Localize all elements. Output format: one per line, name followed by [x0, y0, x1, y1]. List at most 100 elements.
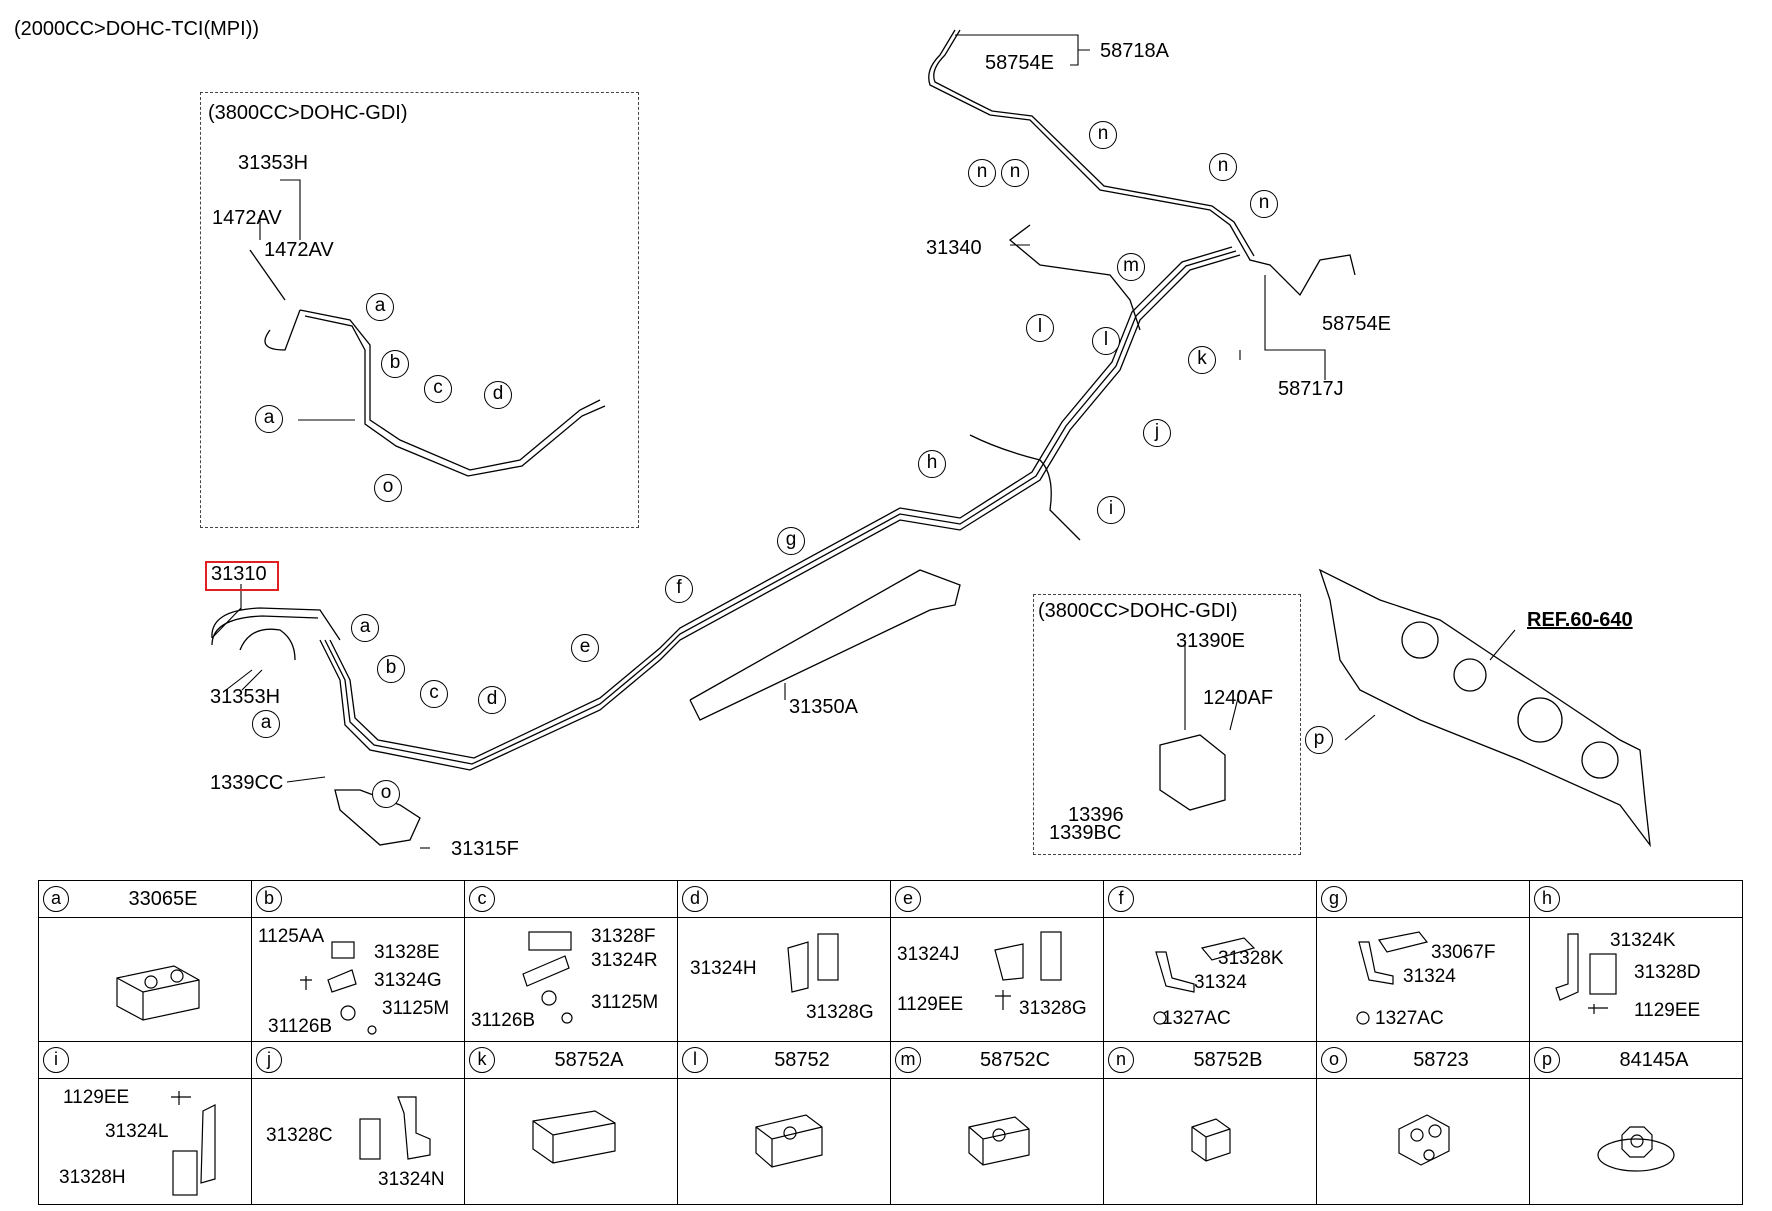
legend-cell-i[interactable]: 1129EE 31324L 31328H [38, 1078, 252, 1205]
parts-diagram-canvas [211, 29, 1651, 849]
callout-l-2[interactable]: l [1092, 327, 1120, 355]
callout-g[interactable]: g [777, 527, 805, 555]
part-label-31350A[interactable]: 31350A [789, 696, 858, 718]
legend-cell-c[interactable]: 31328F 31324R 31125M 31126B [464, 917, 678, 1042]
part-label-58754E-right[interactable]: 58754E [1322, 313, 1391, 335]
legend-cell-l[interactable] [677, 1078, 891, 1205]
callout-o-inset[interactable]: o [374, 474, 402, 502]
legend-head-i[interactable]: i [38, 1041, 252, 1079]
part-label-31315F[interactable]: 31315F [451, 838, 519, 860]
part-label-58718A[interactable]: 58718A [1100, 40, 1169, 62]
part-label-1472AV-a[interactable]: 1472AV [212, 207, 282, 229]
callout-a-main-1[interactable]: a [351, 614, 379, 642]
callout-n-3[interactable]: n [1089, 121, 1117, 149]
part-label-58717J[interactable]: 58717J [1278, 378, 1344, 400]
legend-cell-o[interactable] [1316, 1078, 1530, 1205]
clip-58752C-icon [968, 1116, 1030, 1166]
clip-33065E-icon [116, 965, 200, 1021]
callout-l-1[interactable]: l [1026, 314, 1054, 342]
callout-p[interactable]: p [1305, 726, 1333, 754]
legend-cell-e[interactable]: 31324J 1129EE 31328G [890, 917, 1104, 1042]
part-label-1339CC[interactable]: 1339CC [210, 772, 284, 794]
legend-cell-p[interactable] [1529, 1078, 1743, 1205]
part-label-31353H-inset[interactable]: 31353H [238, 152, 309, 174]
legend-cell-h[interactable]: 31324K 31328D 1129EE [1529, 917, 1743, 1042]
part-label-31340[interactable]: 31340 [926, 237, 982, 259]
part-label-1472AV-b[interactable]: 1472AV [264, 239, 334, 261]
callout-c-main[interactable]: c [420, 680, 448, 708]
tube-58718A [928, 29, 1356, 297]
callout-i[interactable]: i [1097, 496, 1125, 524]
callout-a-main-2[interactable]: a [252, 710, 280, 738]
legend-cell-k[interactable] [464, 1078, 678, 1205]
clip-set-b-icon [300, 941, 377, 1035]
callout-d-main[interactable]: d [478, 686, 506, 714]
callout-b-main[interactable]: b [377, 655, 405, 683]
part-label-1240AF[interactable]: 1240AF [1203, 687, 1274, 709]
callout-n-5[interactable]: n [1250, 190, 1278, 218]
part-31390E [1159, 734, 1226, 811]
legend-cell-m[interactable] [890, 1078, 1104, 1205]
legend-cell-b[interactable]: 1125AA 31328E 31324G 31125M 31126B [251, 917, 465, 1042]
callout-k[interactable]: k [1188, 346, 1216, 374]
callout-f[interactable]: f [665, 575, 693, 603]
callout-h[interactable]: h [918, 450, 946, 478]
callout-n-1[interactable]: n [968, 159, 996, 187]
legend-head-b[interactable]: b [251, 880, 465, 918]
clip-set-e-icon [994, 931, 1062, 1010]
legend-head-j[interactable]: j [251, 1041, 465, 1079]
callout-b-inset[interactable]: b [381, 350, 409, 378]
legend-cell-a[interactable] [38, 917, 252, 1042]
legend-head-d[interactable]: d [677, 880, 891, 918]
inset-tube-bundle [249, 249, 606, 477]
clip-set-f-icon [1153, 937, 1256, 1025]
legend-body-row-2: 1129EE 31324L 31328H 31328C 31324N [38, 1078, 1743, 1205]
callout-c-inset[interactable]: c [424, 375, 452, 403]
hose-31310 [211, 607, 341, 641]
part-label-31390E[interactable]: 31390E [1176, 630, 1245, 652]
hose-31353H [239, 628, 296, 661]
part-label-13396[interactable]: 13396 [1068, 804, 1124, 826]
callout-n-2[interactable]: n [1001, 159, 1029, 187]
clip-58723-icon [1398, 1114, 1450, 1166]
clip-set-d-icon [787, 933, 839, 993]
callout-d-inset[interactable]: d [484, 381, 512, 409]
bracket-31350A [689, 569, 961, 721]
part-label-31353H[interactable]: 31353H [210, 686, 281, 708]
legend-head-h[interactable]: h [1529, 880, 1743, 918]
callout-m[interactable]: m [1117, 253, 1145, 281]
nut-84145A-icon [1597, 1126, 1675, 1172]
clip-set-c-icon [522, 931, 573, 1024]
callout-o-main[interactable]: o [372, 780, 400, 808]
legend-cell-j[interactable]: 31328C 31324N [251, 1078, 465, 1205]
callout-j[interactable]: j [1143, 419, 1171, 447]
legend-cell-d[interactable]: 31324H 31328G [677, 917, 891, 1042]
legend-cell-n[interactable] [1103, 1078, 1317, 1205]
part-label-1339BC[interactable]: 1339BC [1049, 822, 1122, 844]
part-label-58754E-top[interactable]: 58754E [985, 52, 1054, 74]
legend-head-g[interactable]: g [1316, 880, 1530, 918]
callout-a-inset-1[interactable]: a [366, 293, 394, 321]
callout-a-inset-2[interactable]: a [255, 405, 283, 433]
legend-head-c[interactable]: c [464, 880, 678, 918]
legend-cell-f[interactable]: 31328K 31324 1327AC [1103, 917, 1317, 1042]
legend-head-f[interactable]: f [1103, 880, 1317, 918]
ref-label[interactable]: REF.60-640 [1527, 609, 1633, 631]
callout-e[interactable]: e [571, 634, 599, 662]
legend-cell-g[interactable]: 33067F 31324 1327AC [1316, 917, 1530, 1042]
clip-58752-icon [755, 1114, 823, 1168]
part-label-31310[interactable]: 31310 [211, 563, 267, 585]
main-tube-bundle [319, 246, 1241, 771]
callout-n-4[interactable]: n [1209, 153, 1237, 181]
hose-31353H-inset [249, 249, 286, 301]
legend-head-e[interactable]: e [890, 880, 1104, 918]
